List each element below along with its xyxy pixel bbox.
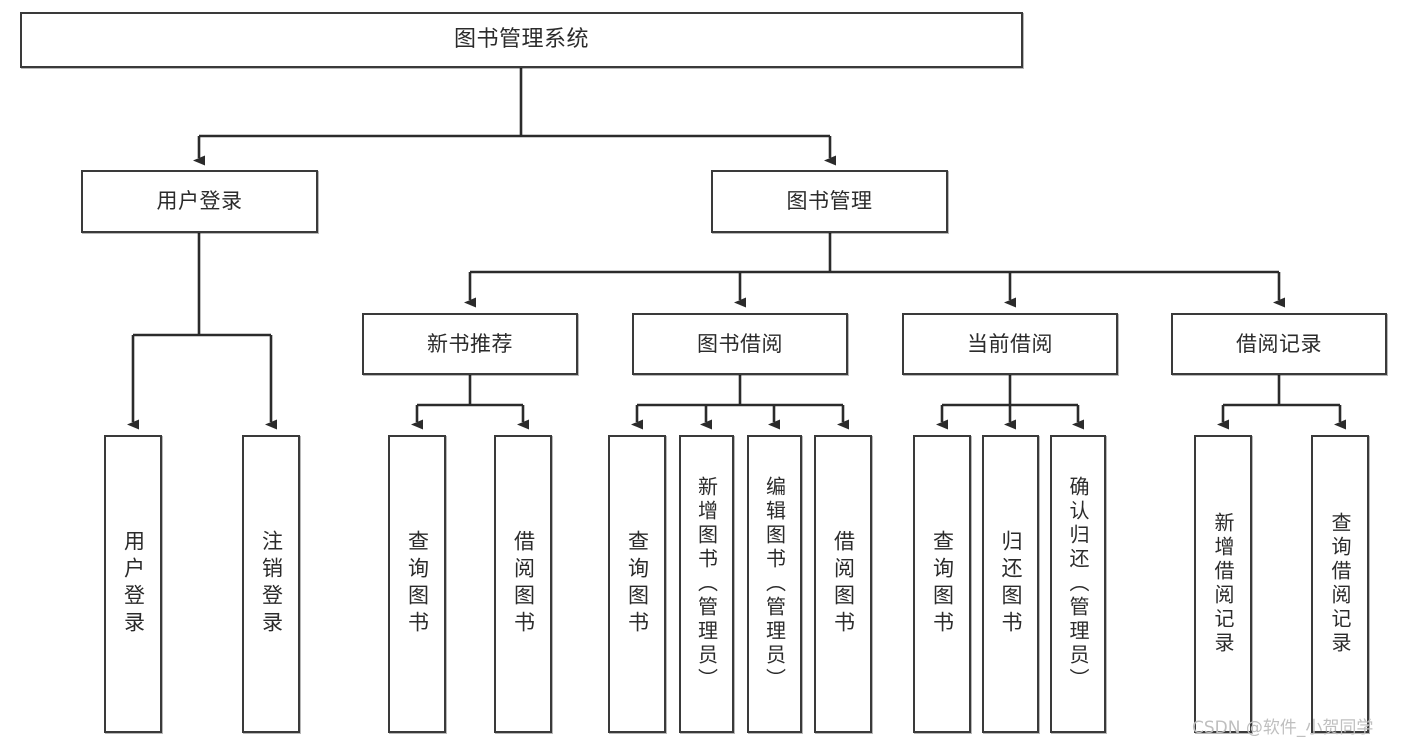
node-label: 借阅图书 <box>831 530 856 638</box>
leaf-return-book[interactable]: 归还图书 <box>982 435 1039 733</box>
leaf-logout[interactable]: 注销登录 <box>242 435 300 733</box>
node-label: 图书管理系统 <box>453 27 589 53</box>
node-label: 查询图书 <box>405 530 430 638</box>
node-label: 编辑图书（管理员） <box>762 476 787 692</box>
leaf-query-book-current[interactable]: 查询图书 <box>913 435 971 733</box>
node-book-management[interactable]: 图书管理 <box>711 170 948 233</box>
node-label: 查询图书 <box>930 530 955 638</box>
node-label: 借阅记录 <box>1236 331 1322 356</box>
node-root-system[interactable]: 图书管理系统 <box>20 12 1023 68</box>
node-label: 借阅图书 <box>511 530 536 638</box>
node-label: 注销登录 <box>259 530 284 638</box>
leaf-borrow-book[interactable]: 借阅图书 <box>814 435 872 733</box>
node-borrow-record[interactable]: 借阅记录 <box>1171 313 1387 375</box>
node-label: 查询借阅记录 <box>1328 512 1352 656</box>
node-user-login[interactable]: 用户登录 <box>81 170 318 233</box>
node-label: 确认归还（管理员） <box>1066 476 1090 692</box>
node-label: 新书推荐 <box>427 331 513 356</box>
node-label: 图书管理 <box>786 189 873 214</box>
leaf-add-borrow-record[interactable]: 新增借阅记录 <box>1194 435 1252 733</box>
node-label: 当前借阅 <box>967 331 1053 356</box>
leaf-add-book-admin[interactable]: 新增图书（管理员） <box>679 435 734 733</box>
leaf-edit-book-admin[interactable]: 编辑图书（管理员） <box>747 435 802 733</box>
node-label: 归还图书 <box>999 530 1023 638</box>
leaf-user-login[interactable]: 用户登录 <box>104 435 162 733</box>
node-new-book-recommend[interactable]: 新书推荐 <box>362 313 578 375</box>
leaf-query-book-borrow[interactable]: 查询图书 <box>608 435 666 733</box>
node-label: 图书借阅 <box>697 331 783 356</box>
node-current-borrow[interactable]: 当前借阅 <box>902 313 1118 375</box>
node-book-borrow[interactable]: 图书借阅 <box>632 313 848 375</box>
node-label: 用户登录 <box>121 530 146 638</box>
leaf-query-borrow-record[interactable]: 查询借阅记录 <box>1311 435 1369 733</box>
node-label: 查询图书 <box>625 530 650 638</box>
leaf-query-book-recommend[interactable]: 查询图书 <box>388 435 446 733</box>
node-label: 新增借阅记录 <box>1211 512 1235 656</box>
leaf-confirm-return-admin[interactable]: 确认归还（管理员） <box>1050 435 1106 733</box>
node-label: 用户登录 <box>156 189 243 214</box>
leaf-borrow-book-recommend[interactable]: 借阅图书 <box>494 435 552 733</box>
node-label: 新增图书（管理员） <box>694 476 719 692</box>
